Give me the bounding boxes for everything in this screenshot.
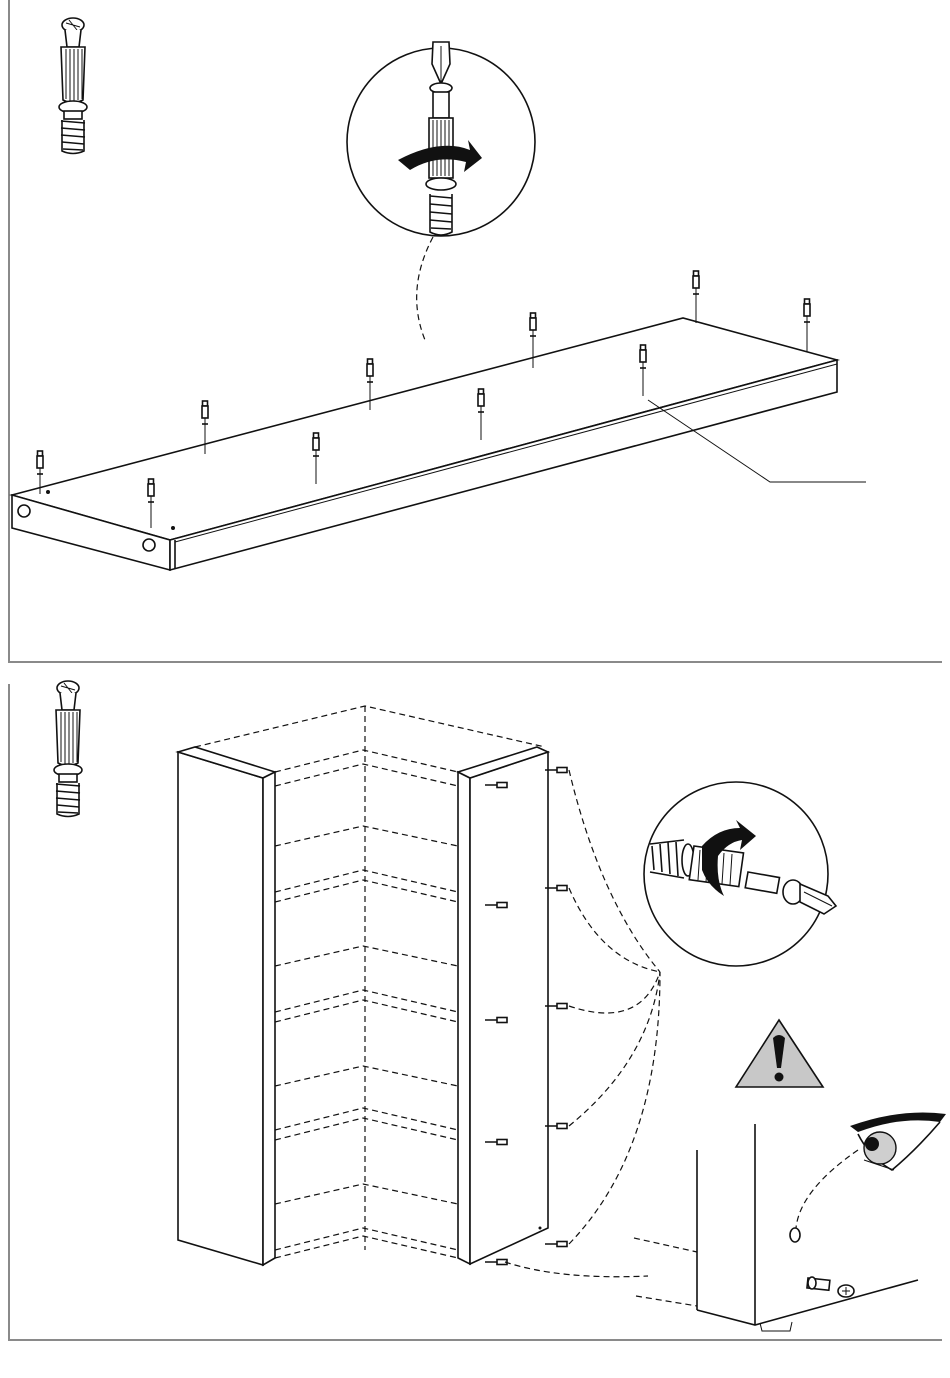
- cam-dowel-part-icon: [59, 18, 87, 154]
- side-dowel-5: [485, 1260, 507, 1265]
- dowel-10: [804, 299, 810, 322]
- screwdriver-detail-circle-2: [644, 782, 836, 966]
- warning-triangle-icon: [736, 1020, 823, 1087]
- step-1-panel: [9, 0, 942, 662]
- corner-cabinet: [178, 706, 567, 1265]
- dowel-7: [530, 313, 536, 336]
- cam-dowel-inserted-icon: [807, 1277, 854, 1297]
- dowel-5: [367, 359, 373, 382]
- eye-icon: [850, 1113, 946, 1171]
- step-2-panel: [9, 681, 946, 1340]
- edge-dowel-5: [545, 1242, 567, 1247]
- screwdriver-detail-circle: [347, 42, 535, 236]
- cam-dowel-part-icon-2: [54, 681, 82, 817]
- detail-leader-dashed: [417, 237, 433, 340]
- dowel-1: [37, 451, 43, 474]
- dowel-9: [693, 271, 699, 294]
- cam-hole-icon: [790, 1228, 800, 1242]
- eye-leader-dashed: [796, 1150, 858, 1228]
- dowel-3: [202, 401, 208, 424]
